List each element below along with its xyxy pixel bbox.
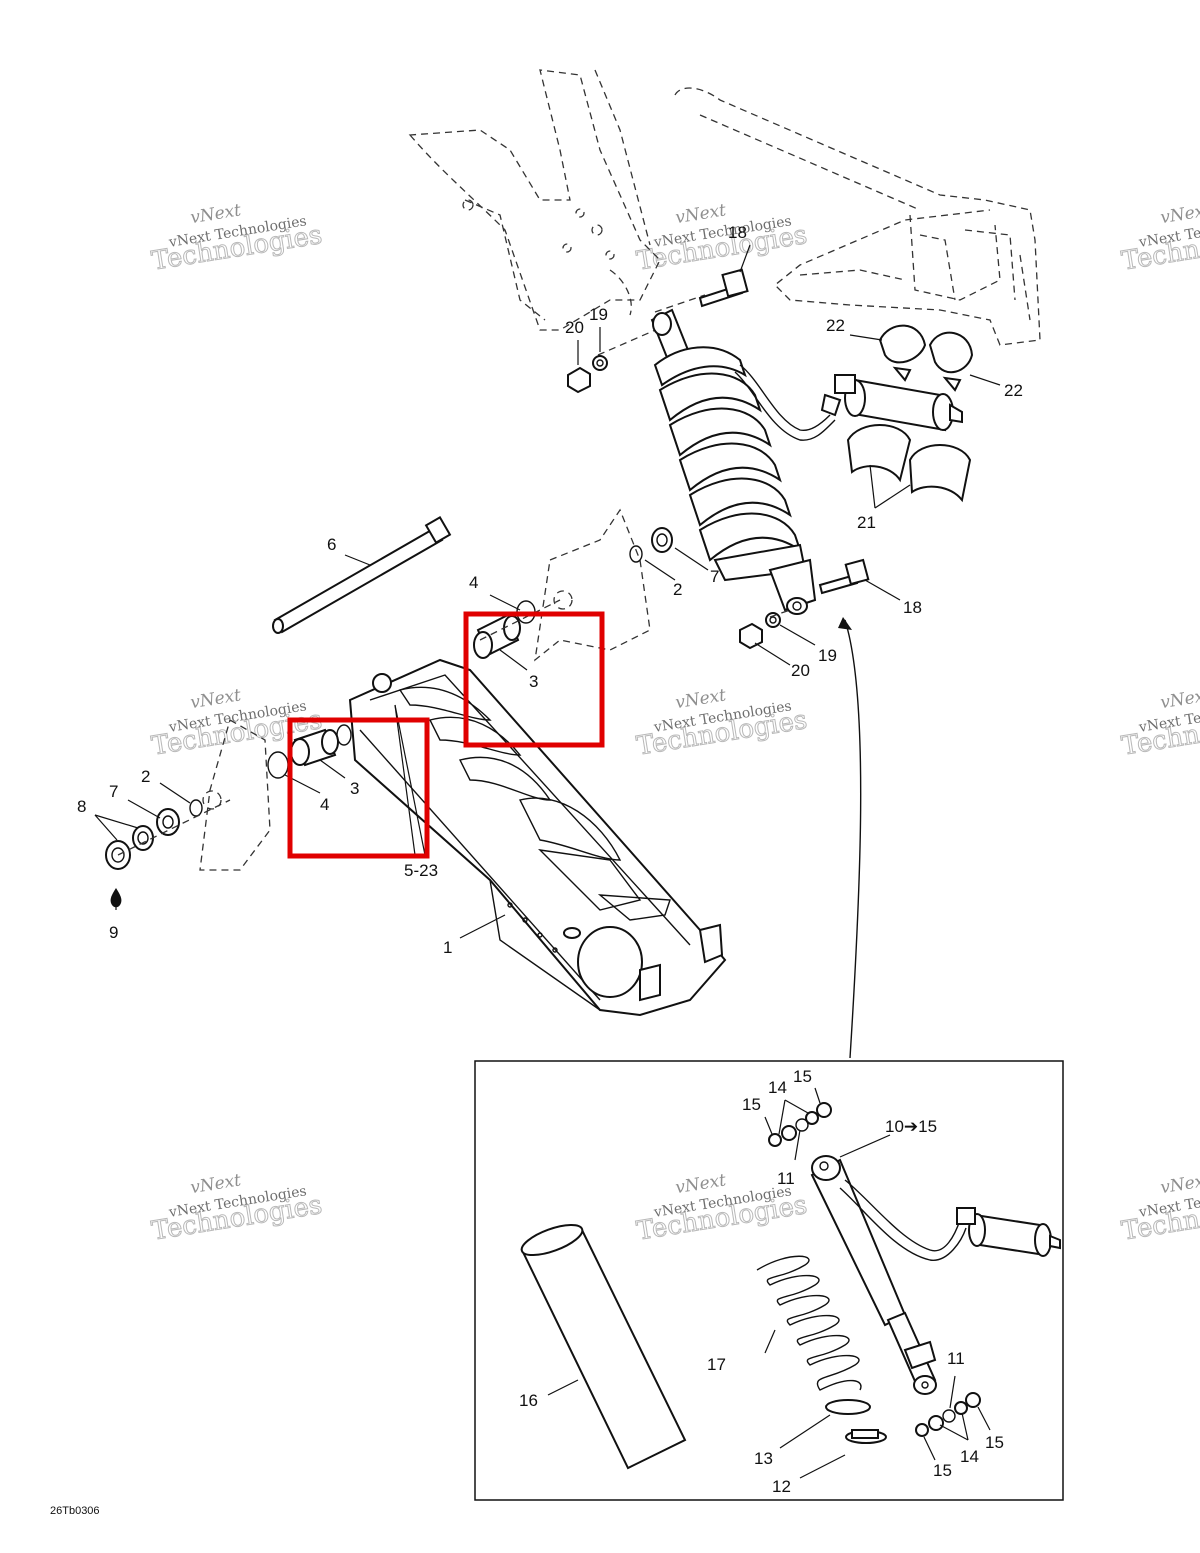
vehicle-frame-outline (408, 69, 1041, 346)
lower-nut-washer (739, 609, 791, 650)
callout-15: 15 (742, 1095, 761, 1114)
rear-shock-absorber (597, 294, 836, 615)
callout-19: 19 (818, 646, 837, 665)
callout-12: 12 (772, 1477, 791, 1496)
right-frame-bracket (534, 508, 651, 662)
left-washer (156, 808, 180, 836)
upper-nut-washer (567, 355, 608, 394)
callout-15: 15 (985, 1433, 1004, 1452)
watermark-text: vNext (1159, 685, 1200, 713)
right-washer (651, 527, 673, 553)
callout-10-15: 10➔15 (885, 1117, 937, 1136)
detail-cover-tube (520, 1223, 687, 1470)
loctite-drop-icon (110, 888, 122, 908)
diagram-code: 26Tb0306 (50, 1505, 100, 1517)
reservoir-mounts (846, 424, 972, 503)
callout-2: 2 (141, 767, 150, 786)
callout-4: 4 (320, 795, 329, 814)
detail-arrow (844, 619, 862, 1059)
callout-20: 20 (791, 661, 810, 680)
watermark: vNext vNext Technologies Technologies (1119, 1170, 1200, 1247)
callout-22: 22 (826, 316, 845, 335)
detail-spring (756, 1255, 862, 1391)
watermark: vNext vNext Technologies Technologies (149, 1170, 325, 1247)
callout-3: 3 (529, 672, 538, 691)
detail-box (474, 1060, 1064, 1501)
callout-18: 18 (728, 223, 747, 242)
callout-11: 11 (777, 1169, 795, 1188)
callout-5-23: 5-23 (404, 861, 438, 880)
watermark-text: vNext (1159, 200, 1200, 228)
detail-top-bushings (768, 1102, 832, 1147)
lower-bolt (818, 558, 870, 595)
detail-spring-seat (825, 1399, 871, 1415)
callout-17: 17 (707, 1355, 726, 1374)
callout-21: 21 (857, 513, 876, 532)
callout-labels: 1 2 2 3 3 4 4 5-23 6 7 7 8 9 10➔15 11 11… (77, 223, 1023, 1496)
callout-9: 9 (109, 923, 118, 942)
callout-11: 11 (947, 1349, 965, 1368)
callout-8: 8 (77, 797, 86, 816)
detail-arrow-head (838, 617, 852, 630)
highlight-box-left (287, 717, 430, 859)
callout-3: 3 (350, 779, 359, 798)
left-frame-bracket (199, 719, 271, 871)
watermark: vNext vNext Technologies Technologies (634, 685, 810, 762)
callout-20: 20 (565, 318, 584, 337)
watermark: vNext vNext Technologies Technologies (149, 200, 325, 277)
detail-bottom-bushings (915, 1392, 981, 1437)
right-bushing (473, 613, 521, 659)
callout-7: 7 (109, 782, 118, 801)
watermark-text: vNext (1159, 1170, 1200, 1198)
watermark: vNext vNext Technologies Technologies (634, 200, 810, 277)
detail-reservoir (956, 1207, 1061, 1257)
watermark: vNext vNext Technologies Technologies (1119, 685, 1200, 762)
callout-13: 13 (754, 1449, 773, 1468)
callout-2: 2 (673, 580, 682, 599)
callout-6: 6 (327, 535, 336, 554)
callout-7: 7 (710, 567, 719, 586)
left-bushing (290, 724, 352, 767)
callout-18: 18 (903, 598, 922, 617)
left-o-ring (189, 799, 203, 817)
swing-arm (348, 658, 727, 1017)
detail-shock-body (810, 1155, 967, 1395)
pivot-shaft (272, 515, 452, 634)
left-seal (267, 751, 289, 779)
callout-1: 1 (443, 938, 452, 957)
callout-14: 14 (960, 1447, 979, 1466)
callout-19: 19 (589, 305, 608, 324)
shock-reservoir (820, 374, 963, 432)
callout-15: 15 (793, 1067, 812, 1086)
reservoir-clamps (878, 324, 974, 392)
right-o-ring (629, 545, 643, 563)
watermark: vNext vNext Technologies Technologies (1119, 200, 1200, 277)
callout-14: 14 (768, 1078, 787, 1097)
upper-bolt (698, 268, 749, 308)
detail-spring-retainer (845, 1429, 887, 1444)
callout-4: 4 (469, 573, 478, 592)
highlight-box-right (463, 611, 605, 748)
callout-16: 16 (519, 1391, 538, 1410)
callout-22: 22 (1004, 381, 1023, 400)
callout-15: 15 (933, 1461, 952, 1480)
left-nuts (105, 825, 154, 870)
